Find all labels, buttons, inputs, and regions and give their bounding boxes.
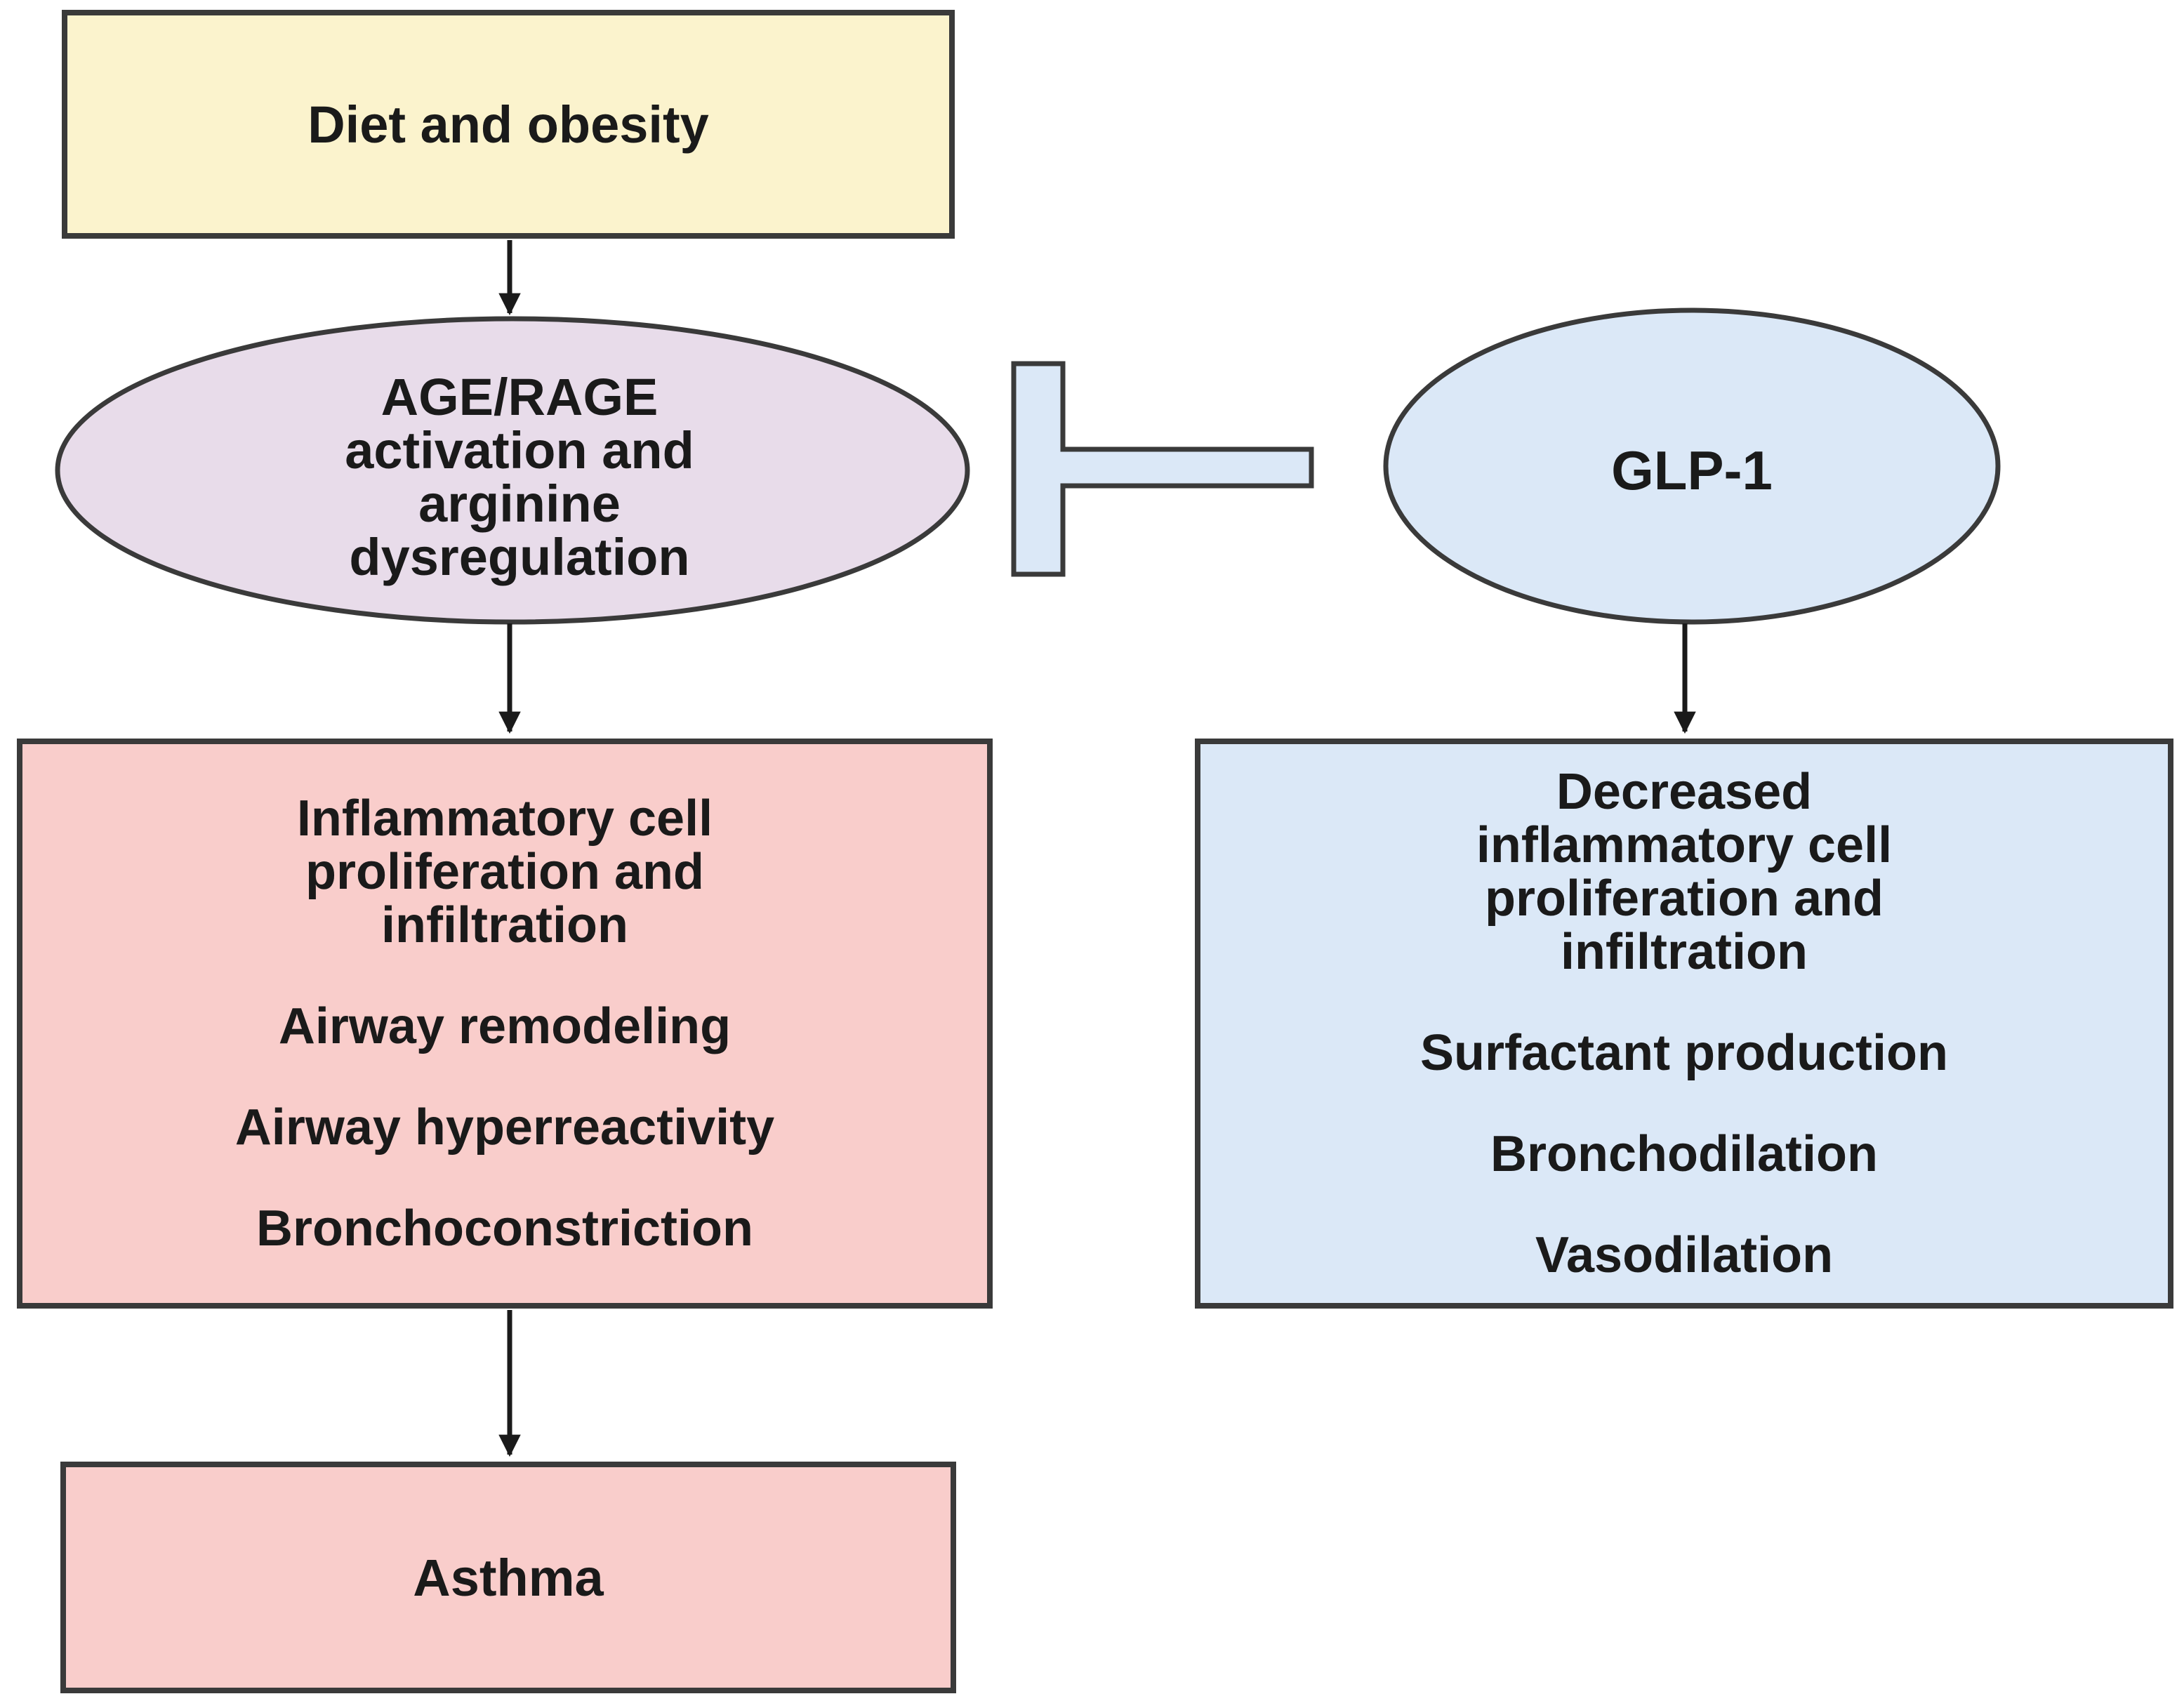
asthma-box: Asthma	[60, 1462, 956, 1693]
left-item-airway-remodeling: Airway remodeling	[278, 998, 732, 1054]
right-group-line-2: inflammatory cell	[1476, 817, 1893, 873]
right-item-bronchodilation: Bronchodilation	[1490, 1126, 1878, 1182]
left-item-bronchoconstriction: Bronchoconstriction	[256, 1200, 753, 1257]
age-rage-line-1: AGE/RAGE	[380, 368, 658, 426]
left-group-line-1: Inflammatory cell	[296, 790, 713, 847]
age-rage-line-2: activation and	[345, 421, 694, 479]
diet-obesity-label: Diet and obesity	[307, 95, 709, 154]
diet-obesity-box: Diet and obesity	[62, 10, 955, 239]
glp1-ellipse	[1383, 307, 2001, 625]
asthma-label: Asthma	[413, 1548, 604, 1607]
glp1-effects-box: Decreased inflammatory cell proliferatio…	[1195, 739, 2173, 1309]
age-rage-ellipse	[55, 316, 970, 625]
right-item-vasodilation: Vasodilation	[1535, 1227, 1834, 1283]
right-group-line-4: infiltration	[1561, 924, 1808, 980]
right-item-surfactant: Surfactant production	[1420, 1025, 1948, 1081]
asthma-mechanisms-box: Inflammatory cell proliferation and infi…	[17, 739, 993, 1309]
inhibition-symbol	[1011, 361, 1314, 577]
right-group-line-3: proliferation and	[1484, 871, 1884, 927]
glp1-label-wrap: GLP-1	[1390, 365, 1994, 576]
age-rage-label: AGE/RAGE activation and arginine dysregu…	[70, 337, 969, 618]
age-rage-line-3: arginine	[418, 475, 621, 533]
age-rage-line-4: dysregulation	[349, 528, 690, 586]
glp1-label: GLP-1	[1611, 439, 1773, 501]
right-group-line-1: Decreased	[1556, 764, 1813, 820]
left-item-airway-hyperreactivity: Airway hyperreactivity	[234, 1099, 775, 1156]
left-group-line-2: proliferation and	[305, 844, 705, 900]
left-group-line-3: infiltration	[381, 897, 628, 953]
